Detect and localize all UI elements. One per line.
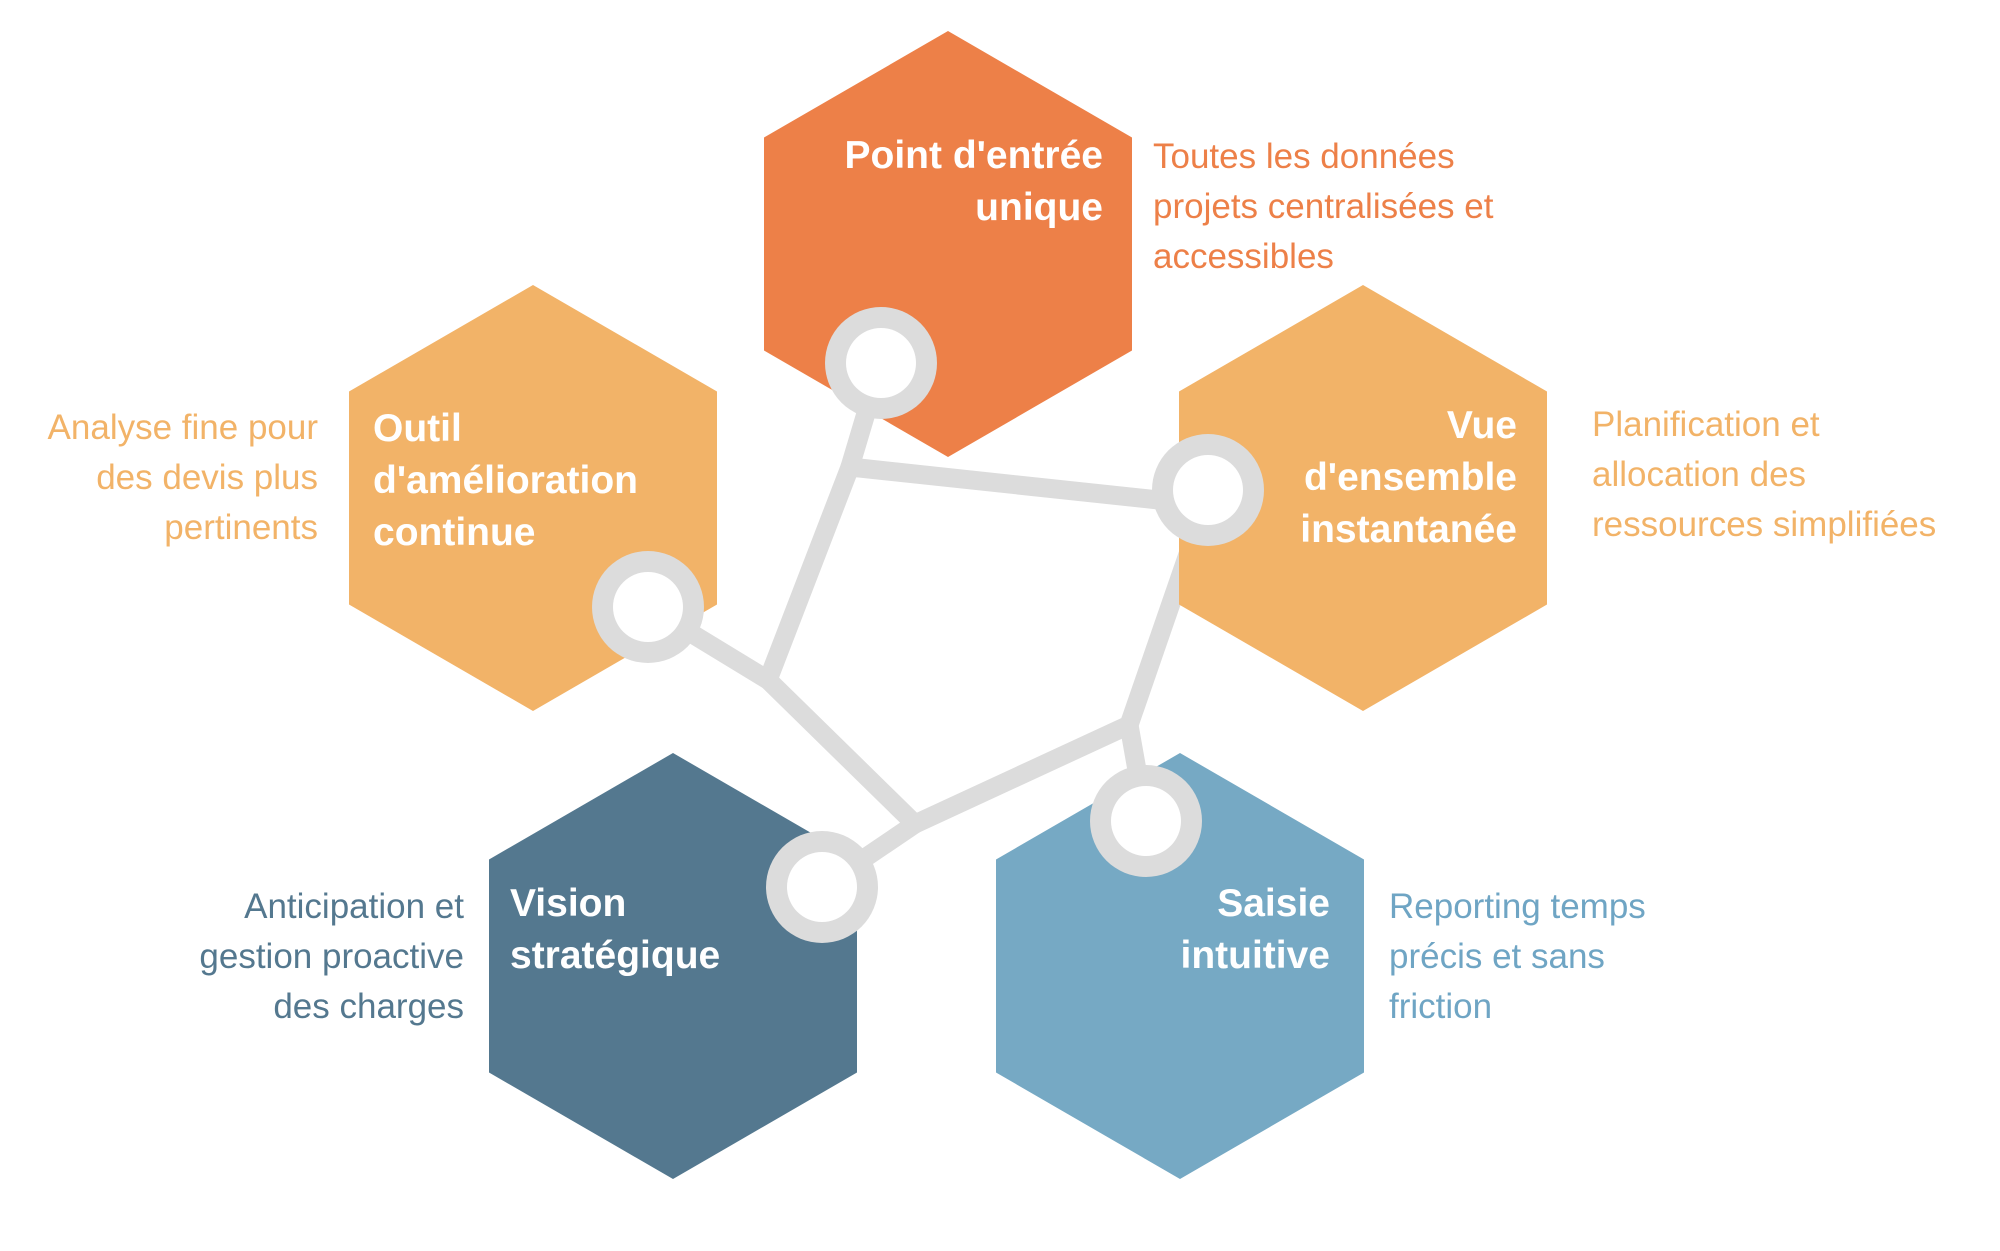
node-inner-top	[846, 328, 916, 398]
hexagon-right	[1179, 285, 1547, 711]
hexagon-description-right: Planification et allocation des ressourc…	[1592, 405, 1937, 544]
hexagon-bottom-right	[996, 753, 1364, 1179]
hexagon-label-bottom-left: Vision stratégique	[510, 882, 721, 977]
hexagon-label-left: Outil d'amélioration continue	[373, 407, 638, 554]
node-inner-bottom-right	[1111, 786, 1181, 856]
node-inner-right	[1173, 455, 1243, 525]
hexagon-label-bottom-right: Saisie intuitive	[1180, 882, 1330, 977]
hexagon-bottom-left	[489, 753, 857, 1179]
hexagon-top	[764, 31, 1132, 457]
hexagon-label-right: Vue d'ensemble instantanée	[1300, 404, 1517, 551]
connector-nodes	[592, 307, 1264, 943]
hexagons	[349, 31, 1547, 1179]
hexagon-label-top: Point d'entrée unique	[844, 134, 1103, 229]
connector-pentagon	[758, 457, 1215, 834]
node-inner-bottom-left	[787, 852, 857, 922]
hexagon-description-left: Analyse fine pour des devis plus pertine…	[47, 408, 318, 547]
hexagon-description-bottom-left: Anticipation et gestion proactive des ch…	[199, 887, 464, 1026]
hexagon-description-top: Toutes les données projets centralisées …	[1153, 137, 1494, 276]
node-inner-left	[613, 572, 683, 642]
hexagon-description-bottom-right: Reporting temps précis et sans friction	[1389, 887, 1646, 1026]
